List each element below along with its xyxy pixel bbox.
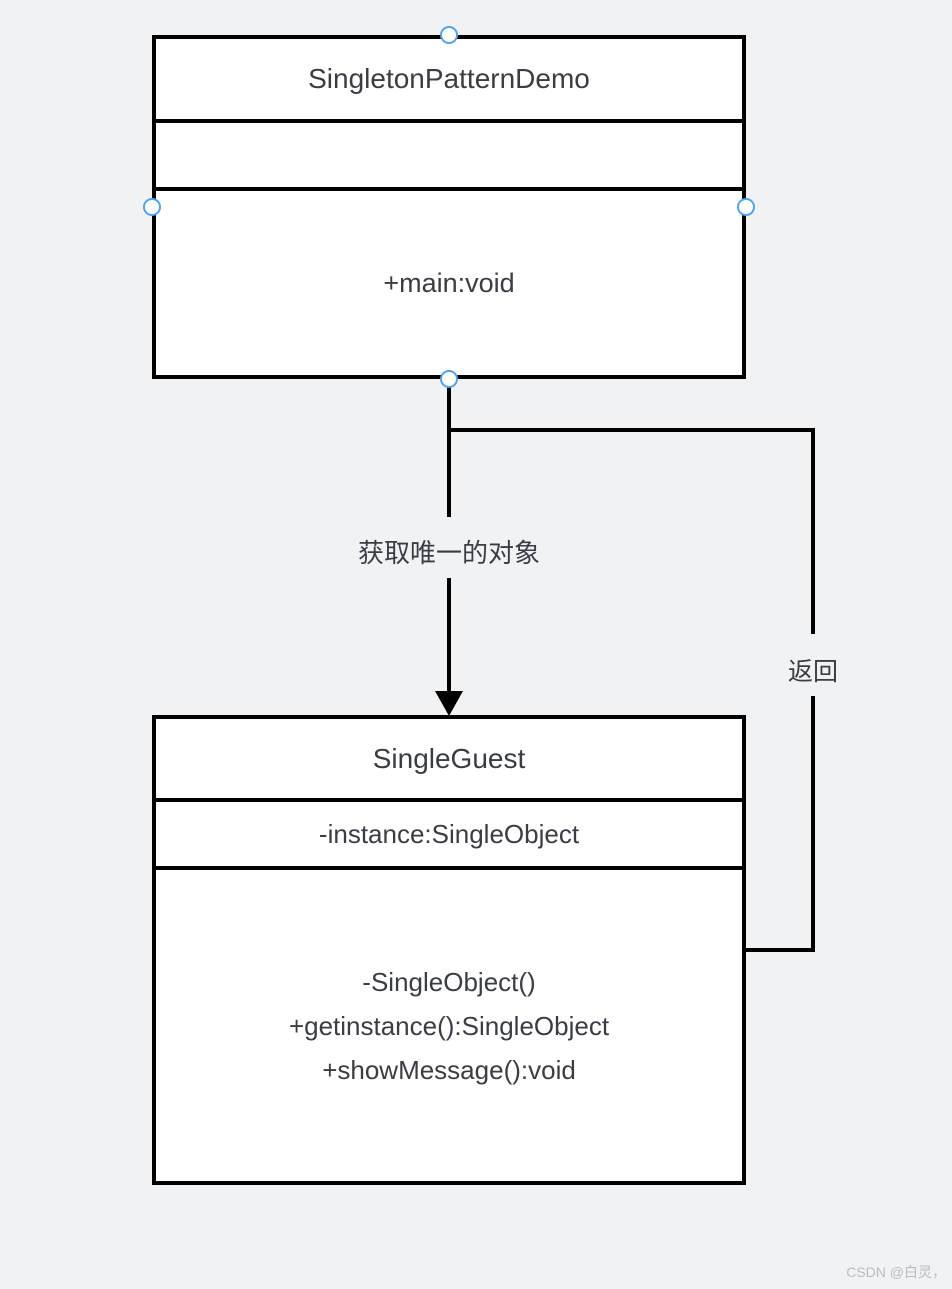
method-item: +showMessage():void [322,1054,576,1085]
connector-return-segment-bottom[interactable] [745,948,815,952]
connector-return-segment-right-lower[interactable] [811,696,815,952]
class-box-singletonpatterndemo[interactable]: SingletonPatternDemo +main:void [152,35,746,379]
connector-return-segment-right-upper[interactable] [811,428,815,634]
connector-get-object-label[interactable]: 获取唯一的对象 [357,538,540,568]
arrowhead-down-icon [435,691,463,716]
class-attribute-instance: -instance:SingleObject [156,802,742,870]
class-name-singleguest: SingleGuest [156,719,742,802]
class-methods: +main:void [156,191,742,375]
csdn-watermark: CSDN @白灵， [846,1264,946,1280]
method-item: +main:void [383,267,515,298]
connector-return-label[interactable]: 返回 [787,658,838,686]
class-box-singleguest[interactable]: SingleGuest -instance:SingleObject -Sing… [152,715,746,1185]
class-name-singletonpatterndemo: SingletonPatternDemo [156,39,742,123]
connector-return-segment-top[interactable] [447,428,815,432]
selection-handle-bottom[interactable] [440,370,458,388]
connector-get-object-segment-upper[interactable] [447,379,451,517]
class-attributes-empty [156,123,742,191]
connector-get-object-segment-lower[interactable] [447,578,451,694]
class-methods: -SingleObject() +getinstance():SingleObj… [156,870,742,1181]
method-item: +getinstance():SingleObject [288,1010,610,1041]
method-item: -SingleObject() [362,966,536,997]
selection-handle-left[interactable] [143,198,161,216]
selection-handle-top[interactable] [440,26,458,44]
selection-handle-right[interactable] [737,198,755,216]
